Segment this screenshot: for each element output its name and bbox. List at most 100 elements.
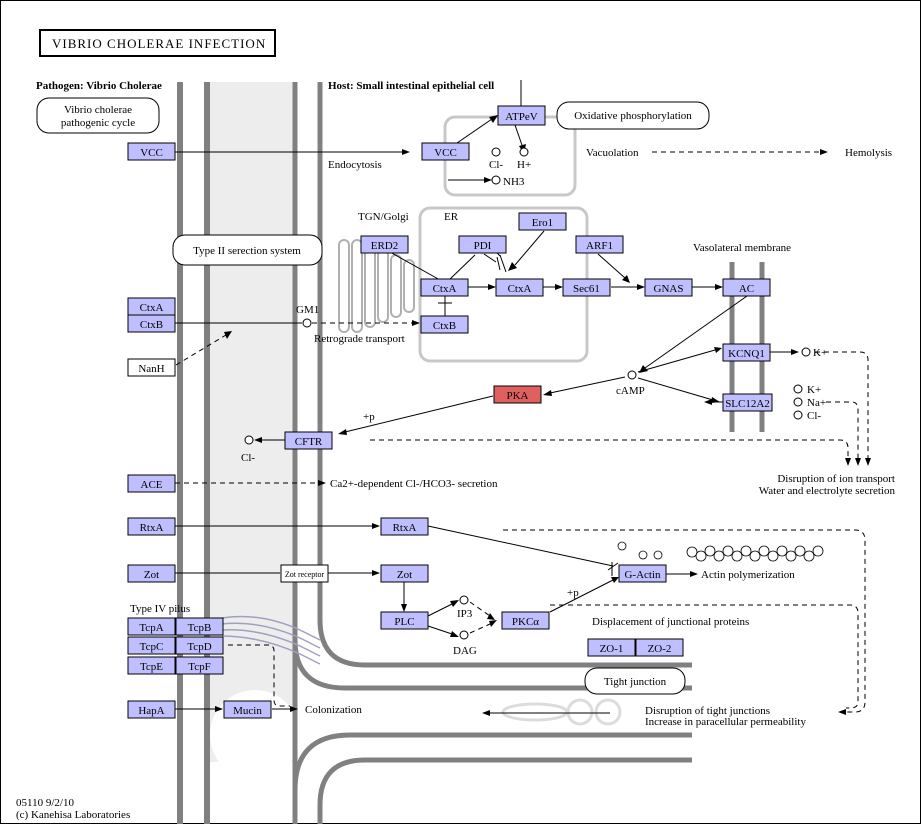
- gene-cftr[interactable]: CFTR: [284, 431, 333, 450]
- gene-ace[interactable]: ACE: [127, 474, 176, 493]
- map-type-ii-secretion[interactable]: [172, 234, 323, 266]
- gene-tcpc[interactable]: TcpC: [127, 636, 176, 655]
- gene-kcnq1[interactable]: KCNQ1: [722, 343, 771, 362]
- gene-cftr-label: CFTR: [295, 436, 323, 448]
- gene-erd2-label: ERD2: [371, 240, 399, 252]
- label-er: ER: [444, 211, 459, 223]
- gene-tcpd-label: TcpD: [187, 641, 211, 653]
- gene-zot-pathogen[interactable]: Zot: [127, 564, 176, 583]
- pathway-edges: [175, 80, 871, 716]
- gene-g-actin[interactable]: G-Actin: [618, 564, 667, 583]
- compound-circles: [244, 147, 811, 640]
- gene-tcpa[interactable]: TcpA: [127, 617, 176, 636]
- gene-sec61[interactable]: Sec61: [562, 278, 611, 297]
- g-actin-monomers: [617, 541, 663, 560]
- gene-ctxa-er-label: CtxA: [508, 283, 532, 295]
- host-header: Host: Small intestinal epithelial cell: [328, 80, 494, 92]
- gene-zo2[interactable]: ZO-2: [635, 638, 684, 657]
- footer-code: 05110 9/2/10: [16, 797, 74, 809]
- gene-slc12a2[interactable]: SLC12A2: [722, 393, 773, 412]
- map-pathogenic-cycle-line2: pathogenic cycle: [61, 117, 135, 129]
- label-colonization: Colonization: [305, 704, 362, 716]
- gene-tcpe[interactable]: TcpE: [127, 656, 176, 675]
- gene-rtxa-pathogen-label: RtxA: [140, 522, 164, 534]
- footer-copyright: (c) Kanehisa Laboratories: [16, 809, 130, 821]
- gene-ctxb-host[interactable]: CtxB: [420, 315, 469, 334]
- gene-atpev[interactable]: ATPeV: [497, 105, 546, 126]
- map-oxidative-phosphorylation[interactable]: [556, 101, 710, 130]
- compound-cl-vacuole: Cl-: [489, 159, 503, 171]
- compound-h-vacuole: H+: [517, 159, 531, 171]
- gene-zo1[interactable]: ZO-1: [587, 638, 636, 657]
- gene-gnas[interactable]: GNAS: [644, 278, 693, 297]
- gene-ac[interactable]: AC: [722, 278, 771, 297]
- gene-pkca[interactable]: PKCα: [501, 611, 550, 630]
- label-vasolateral-membrane: Vasolateral membrane: [693, 242, 791, 254]
- gene-vcc-pathogen[interactable]: VCC: [127, 142, 176, 161]
- gene-rtxa-pathogen[interactable]: RtxA: [127, 517, 176, 536]
- gene-rtxa-host[interactable]: RtxA: [380, 517, 429, 536]
- gene-tcpf[interactable]: TcpF: [175, 656, 224, 675]
- host-membrane-apical: [317, 82, 692, 668]
- gene-hapa-label: HapA: [138, 705, 164, 717]
- gene-zot-receptor-label: Zot receptor: [285, 570, 325, 579]
- gene-zot-pathogen-label: Zot: [144, 569, 159, 581]
- gene-ctxb-pathogen[interactable]: CtxB: [127, 314, 176, 333]
- label-disruption-tight-junctions: Disruption of tight junctions: [645, 705, 770, 717]
- golgi-stack: [338, 239, 415, 333]
- map-pathogenic-cycle[interactable]: [36, 97, 160, 134]
- map-tight-junction[interactable]: [584, 667, 686, 695]
- map-type-ii-secretion-label: Type II serection system: [193, 245, 301, 257]
- gene-pdi[interactable]: PDI: [458, 235, 507, 254]
- gene-vcc-pathogen-label: VCC: [140, 147, 163, 159]
- gene-rtxa-host-label: RtxA: [393, 522, 417, 534]
- host-membrane-junction: [292, 639, 692, 691]
- gene-zot-host-label: Zot: [397, 569, 412, 581]
- label-disruption-ion-transport: Disruption of ion transport: [777, 473, 895, 485]
- gene-tcpd[interactable]: TcpD: [175, 636, 224, 655]
- gene-pdi-label: PDI: [474, 240, 492, 252]
- map-pathogenic-cycle-line1: Vibrio cholerae: [64, 104, 132, 116]
- gene-slc12a2-label: SLC12A2: [725, 398, 770, 410]
- gene-ctxa-golgi[interactable]: CtxA: [420, 278, 469, 297]
- neighbor-membrane-2: [317, 757, 692, 824]
- title-box: [39, 29, 276, 57]
- gene-arf1[interactable]: ARF1: [575, 235, 624, 254]
- label-ca-secretion: Ca2+-dependent Cl-/HCO3- secretion: [330, 478, 498, 490]
- label-dag: DAG: [453, 645, 477, 657]
- gene-zot-host[interactable]: Zot: [380, 564, 429, 583]
- gene-vcc-host[interactable]: VCC: [421, 142, 470, 161]
- gene-ctxa-er[interactable]: CtxA: [495, 278, 544, 297]
- label-vacuolation: Vacuolation: [586, 147, 639, 159]
- gene-erd2[interactable]: ERD2: [360, 235, 409, 254]
- gene-tcpa-label: TcpA: [139, 622, 163, 634]
- label-paracellular-permeability: Increase in paracellular permeability: [645, 716, 806, 728]
- gene-ctxa-pathogen-label: CtxA: [140, 302, 164, 314]
- gene-tcpb[interactable]: TcpB: [175, 617, 224, 636]
- gene-tcpf-label: TcpF: [188, 661, 210, 673]
- compound-na-slc12a2: Na+: [807, 397, 826, 409]
- gene-pka-label: PKA: [506, 390, 528, 402]
- label-ip3: IP3: [457, 608, 473, 620]
- gene-nanh-label: NanH: [138, 363, 164, 375]
- label-endocytosis: Endocytosis: [328, 159, 382, 171]
- gene-ctxb-pathogen-label: CtxB: [140, 319, 163, 331]
- gene-plc[interactable]: PLC: [380, 611, 429, 630]
- gene-ero1-label: Ero1: [532, 217, 553, 229]
- gene-atpev-label: ATPeV: [505, 111, 537, 123]
- gene-zo1-label: ZO-1: [600, 643, 624, 655]
- gene-hapa[interactable]: HapA: [127, 700, 176, 719]
- gene-kcnq1-label: KCNQ1: [728, 348, 765, 360]
- gene-mucin[interactable]: Mucin: [223, 700, 272, 719]
- gene-zot-receptor[interactable]: Zot receptor: [280, 564, 329, 583]
- gene-plc-label: PLC: [394, 616, 414, 628]
- label-hemolysis: Hemolysis: [845, 147, 892, 159]
- gene-ctxa-pathogen[interactable]: CtxA: [127, 297, 176, 316]
- gene-ero1[interactable]: Ero1: [518, 212, 567, 231]
- gene-gnas-label: GNAS: [654, 283, 684, 295]
- gene-pka[interactable]: PKA: [493, 385, 542, 404]
- gene-nanh[interactable]: NanH: [127, 358, 176, 377]
- neighbor-membrane-1: [292, 732, 692, 824]
- map-tight-junction-label: Tight junction: [604, 676, 667, 688]
